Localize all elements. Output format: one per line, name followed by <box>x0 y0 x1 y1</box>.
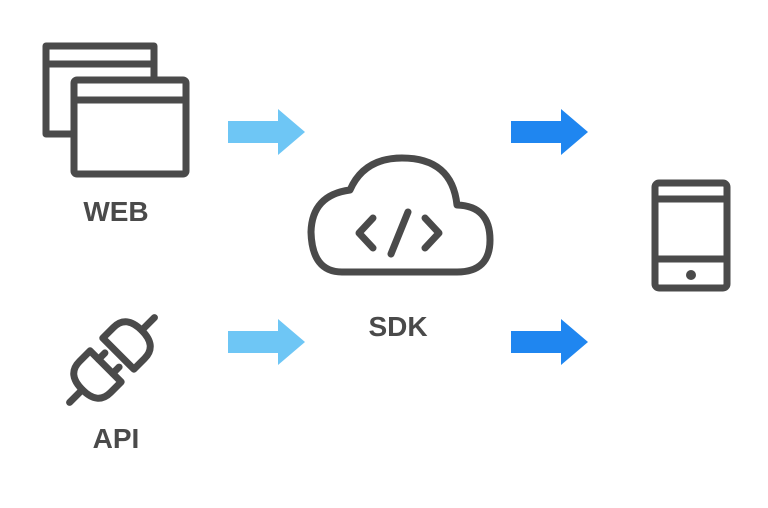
api-label: API <box>92 423 140 454</box>
web-label: WEB <box>83 196 149 227</box>
plug-icon <box>66 314 158 406</box>
browser-windows-icon <box>42 42 190 178</box>
cloud-code-icon <box>307 154 494 276</box>
tablet-home-button <box>686 270 696 280</box>
web-to-sdk-arrow <box>228 109 305 155</box>
tablet-icon <box>651 179 731 292</box>
sdk-label: SDK <box>368 311 428 342</box>
sdk-to-device-arrow-top <box>511 109 588 155</box>
api-to-sdk-arrow <box>228 319 305 365</box>
sdk-to-device-arrow-bottom <box>511 319 588 365</box>
